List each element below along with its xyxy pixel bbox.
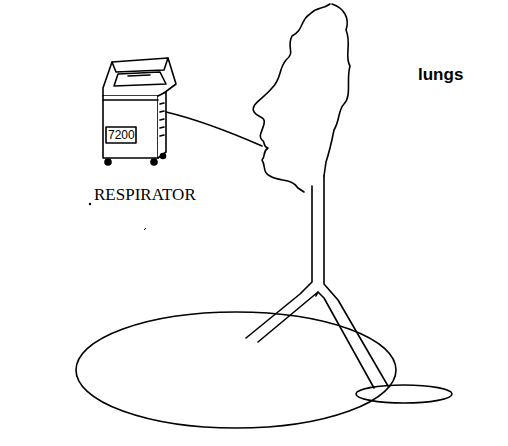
lung-right bbox=[356, 385, 452, 403]
bronchus-right bbox=[318, 292, 374, 388]
organ-label: lungs bbox=[418, 66, 463, 83]
speck bbox=[144, 228, 146, 230]
head-profile bbox=[253, 4, 330, 192]
lung-left bbox=[76, 312, 396, 428]
windpipe bbox=[246, 186, 312, 338]
head-back bbox=[324, 4, 350, 176]
breathing-tube bbox=[166, 112, 262, 146]
respirator-machine bbox=[103, 58, 176, 165]
device-label: RESPIRATOR bbox=[94, 186, 196, 203]
model-number: 7200 bbox=[108, 129, 135, 141]
speck bbox=[89, 203, 91, 205]
bronchus-left bbox=[258, 292, 318, 342]
